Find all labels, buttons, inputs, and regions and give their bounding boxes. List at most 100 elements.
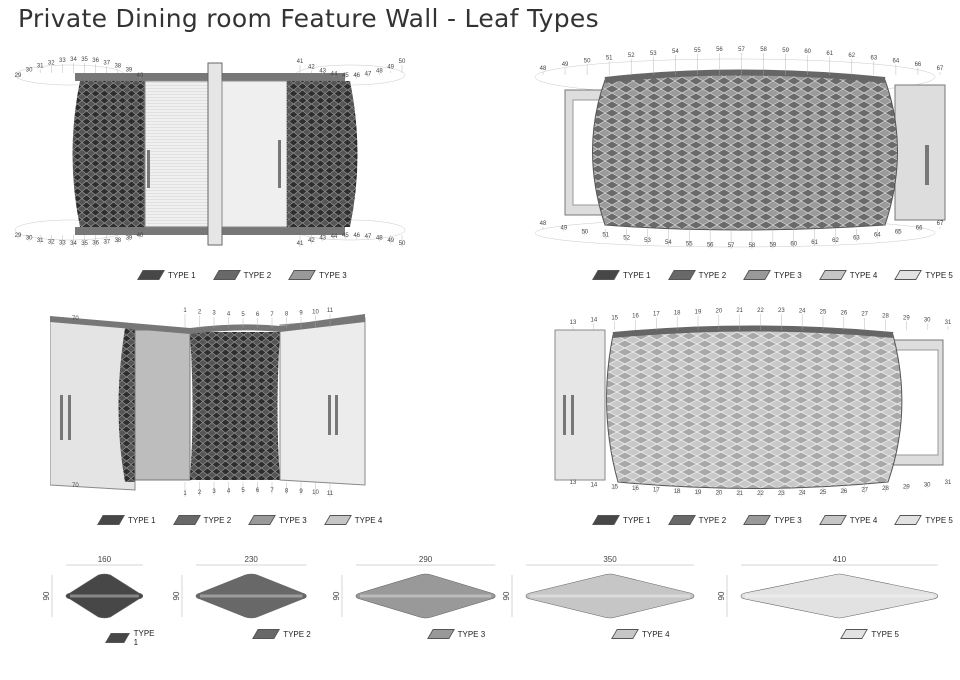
leaf-column-number: 20: [715, 309, 722, 315]
leaf-column-number: 57: [728, 243, 735, 249]
legend-item: TYPE 4: [818, 270, 877, 280]
legend-label: TYPE 2: [698, 515, 727, 525]
leaf-column-number: 66: [916, 225, 923, 231]
leaf-column-number: 28: [882, 486, 889, 492]
leaf-type-2: 230 90 TYPE 2: [170, 553, 320, 639]
legend-item: TYPE 1: [592, 515, 651, 525]
leaf-column-number: 37: [103, 60, 110, 66]
leaf-column-number: 3: [212, 311, 216, 317]
leaf-column-number: 13: [570, 480, 577, 486]
leaf-column-number: 33: [59, 240, 66, 246]
door-left: [144, 80, 211, 228]
leaf-type-1: 160 90 TYPE 1: [40, 553, 157, 647]
leaf-column-number: 50: [581, 229, 588, 235]
legend-item: TYPE 2: [667, 515, 727, 525]
leaf-column-number: 6: [256, 488, 260, 494]
legend-swatch: [105, 633, 131, 643]
leaf-mesh-left: [72, 81, 145, 227]
leaf-column-number: 30: [924, 317, 931, 323]
legend-label: TYPE 2: [203, 515, 232, 525]
leaf-height: 90: [717, 591, 726, 600]
legend-swatch: [248, 515, 277, 525]
leaf-column-number: 10: [312, 490, 319, 496]
leaf-mesh: [190, 332, 280, 480]
leaf-column-number: 5: [241, 312, 245, 318]
leaf-column-number: 29: [15, 233, 22, 239]
leaf-column-number: 40: [137, 233, 144, 239]
legend-item: TYPE 5: [894, 270, 953, 280]
leaf-column-number: 37: [103, 239, 110, 245]
leaf-width: 410: [833, 555, 847, 564]
leaf-column-number: 59: [782, 48, 789, 54]
leaf-drawing: 230 90: [172, 555, 307, 619]
leaf-column-number: 14: [590, 317, 597, 323]
leaf-column-number: 44: [331, 71, 338, 77]
leaf-mesh: [606, 328, 903, 489]
legend-swatch: [252, 629, 281, 639]
leaf-legend: TYPE 1: [105, 629, 157, 647]
legend-swatch: [323, 515, 352, 525]
leaf-column-number: 22: [757, 308, 764, 314]
center-post: [207, 62, 223, 246]
legend-label: TYPE 1: [623, 515, 651, 525]
legend-swatch: [743, 515, 772, 525]
side-door: [554, 329, 606, 481]
legend-swatch: [818, 515, 847, 525]
legend-item: TYPE 3: [426, 629, 485, 639]
leaf-height: 90: [502, 591, 511, 600]
leaf-drawing: 160 90: [42, 555, 144, 619]
leaf-column-number: 8: [285, 311, 289, 317]
door-handle: [335, 395, 338, 435]
leaf-column-number: 35: [81, 57, 88, 63]
leaf-column-number: 55: [694, 48, 701, 54]
leaf-column-number: 46: [353, 233, 360, 239]
leaf-column-number: 41: [297, 241, 304, 247]
leaf-column-number: 49: [387, 65, 394, 71]
leaf-column-number: 31: [945, 320, 952, 326]
legend-item: TYPE 1: [105, 629, 157, 647]
legend-label: TYPE 4: [849, 515, 878, 525]
leaf-type-4: 350 90 TYPE 4: [500, 553, 708, 639]
leaf-column-number: 17: [653, 312, 660, 318]
leaf-column-number: 25: [820, 490, 827, 496]
legend-item: TYPE 2: [252, 629, 311, 639]
leaf-column-number: 61: [826, 51, 833, 57]
legend-label: TYPE 2: [283, 629, 311, 639]
leaf-width: 290: [419, 555, 433, 564]
leaf-column-number: 4: [227, 488, 231, 494]
leaf-column-number: 17: [653, 488, 660, 494]
leaf-column-number: 57: [738, 47, 745, 53]
door-handle: [68, 395, 71, 440]
leaf-height: 90: [332, 591, 341, 600]
side-wall-right: [279, 317, 366, 486]
legend-swatch: [426, 629, 455, 639]
leaf-column-number: 48: [376, 69, 383, 75]
legend-swatch: [840, 629, 869, 639]
leaf-column-number: 5: [241, 488, 245, 494]
leaf-column-number: 67: [937, 66, 944, 72]
leaf-column-number: 23: [778, 308, 785, 314]
legend-swatch: [894, 515, 923, 525]
legend-item: TYPE 5: [840, 629, 899, 639]
legend-item: TYPE 3: [743, 515, 802, 525]
leaf-column-number: 59: [769, 242, 776, 248]
leaf-column-number: 27: [861, 312, 868, 318]
leaf-column-number: 20: [715, 490, 722, 496]
leaf-column-number: 56: [716, 47, 723, 53]
leaf-column-number: 7: [270, 488, 274, 494]
leaf-column-number: 29: [15, 73, 22, 79]
leaf-column-number: 30: [26, 68, 33, 74]
leaf-column-number: 58: [760, 47, 767, 53]
legend-swatch: [667, 270, 696, 280]
leaf-column-number: 41: [297, 59, 304, 65]
legend-item: TYPE 4: [818, 515, 878, 525]
legend-swatch: [667, 515, 696, 525]
leaf-shape: [195, 573, 307, 619]
legend-label: TYPE 5: [871, 629, 899, 639]
door-right: [221, 80, 288, 228]
leaf-width: 230: [245, 555, 259, 564]
legend-swatch: [818, 270, 847, 280]
legend-label: TYPE 3: [774, 515, 802, 525]
